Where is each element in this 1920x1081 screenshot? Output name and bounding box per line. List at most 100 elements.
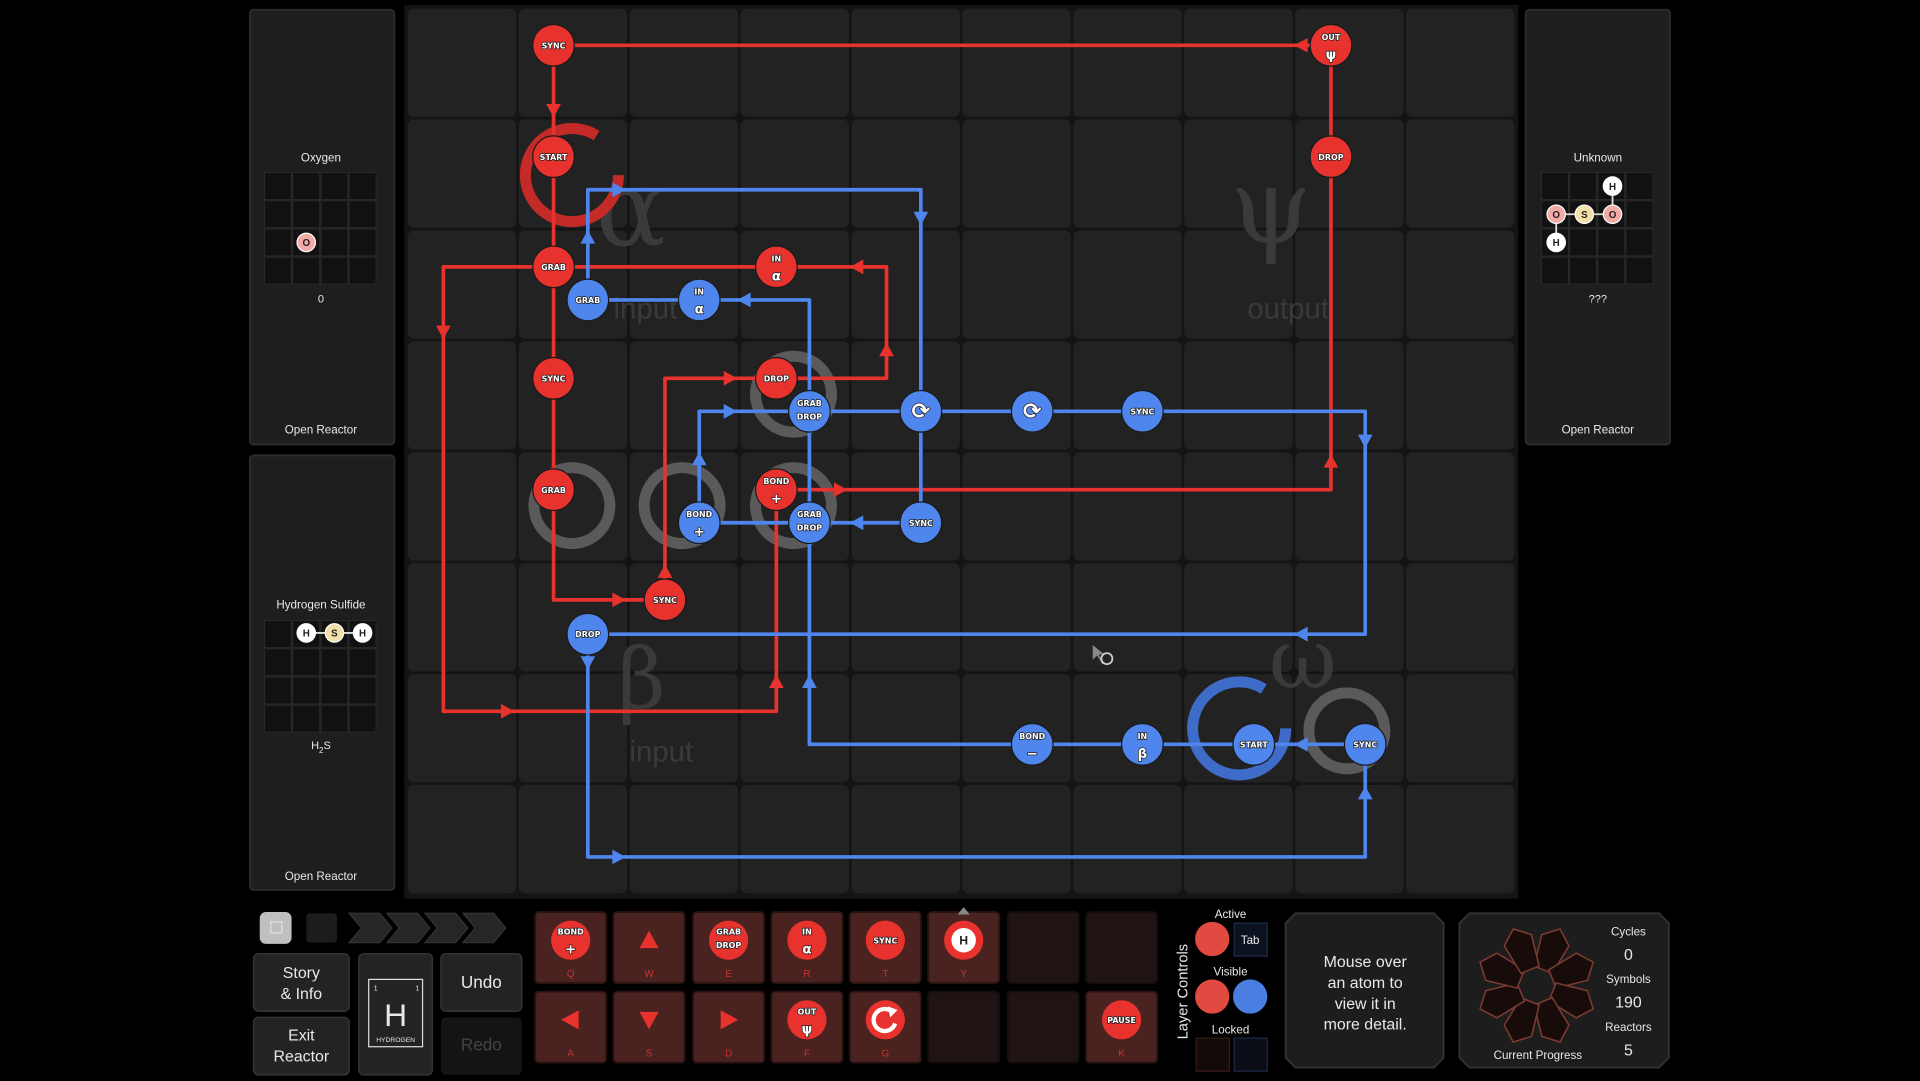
reactor-cell[interactable] (1406, 119, 1515, 228)
reactor-cell[interactable] (962, 452, 1071, 561)
red-direction-arrow-icon[interactable] (612, 592, 626, 608)
reactor-cell[interactable] (518, 784, 628, 894)
reactor-cell[interactable] (1073, 119, 1182, 228)
red-direction-arrow-icon[interactable] (849, 259, 864, 275)
reactor-cell[interactable] (851, 8, 960, 117)
blue-instruction-sync[interactable]: SYNC (1120, 389, 1164, 433)
reactor-cell[interactable] (1184, 8, 1293, 117)
open-reactor-button[interactable]: Open Reactor (285, 423, 358, 436)
reactor-cell[interactable] (518, 8, 628, 117)
blue-direction-arrow-icon[interactable] (737, 292, 751, 308)
blue-instruction-sync[interactable]: SYNC (899, 501, 943, 545)
red-instruction-sync[interactable]: SYNC (643, 578, 687, 622)
atom-h[interactable] (1546, 232, 1566, 253)
reactor-cell[interactable] (740, 230, 849, 339)
reactor-cell[interactable] (1406, 341, 1515, 450)
blue-direction-arrow-icon[interactable] (1294, 736, 1308, 752)
pause-step-button[interactable] (306, 913, 337, 943)
reactor-cell[interactable] (407, 563, 517, 672)
reactor-cell[interactable] (1406, 784, 1515, 894)
reactor-cell[interactable] (1073, 784, 1182, 894)
blue-direction-arrow-icon[interactable] (1357, 785, 1373, 800)
red-direction-arrow-icon[interactable] (769, 674, 784, 689)
reactor-cell[interactable] (1406, 563, 1515, 672)
blue-rotate-instruction[interactable]: ⟳ (899, 389, 943, 433)
palette-button-s[interactable]: S (612, 990, 686, 1064)
reactor-cell[interactable] (1406, 230, 1515, 339)
reactor-cell[interactable] (851, 674, 960, 783)
fastest-button[interactable] (461, 912, 507, 944)
red-direction-arrow-icon[interactable] (1323, 454, 1339, 468)
reactor-cell[interactable] (740, 674, 849, 783)
red-direction-arrow-icon[interactable] (879, 342, 894, 357)
reactor-cell[interactable] (1184, 452, 1293, 561)
reactor-cell[interactable] (407, 452, 517, 561)
reactor-cell[interactable] (962, 563, 1071, 672)
blue-direction-arrow-icon[interactable] (913, 211, 929, 226)
locked-red-toggle[interactable] (1195, 1037, 1230, 1072)
reactor-cell[interactable] (962, 119, 1071, 228)
reactor-cell[interactable] (407, 784, 517, 894)
reactor-cell[interactable] (407, 8, 517, 117)
red-instruction-sync[interactable]: SYNC (532, 356, 575, 400)
visible-blue-toggle[interactable] (1233, 979, 1268, 1014)
reactor-cell[interactable] (1406, 674, 1515, 783)
story-info-button[interactable]: Story & Info (252, 952, 350, 1012)
reactor-cell[interactable] (1073, 452, 1182, 561)
reactor-cell[interactable] (1073, 563, 1182, 672)
red-direction-arrow-icon[interactable] (500, 703, 515, 719)
blue-rotate-instruction[interactable]: ⟳ (1010, 389, 1054, 433)
red-instruction-drop[interactable]: DROP (754, 356, 798, 400)
blue-direction-arrow-icon[interactable] (802, 674, 817, 689)
play-button[interactable] (347, 912, 393, 944)
red-direction-arrow-icon[interactable] (723, 370, 738, 386)
atom-h[interactable] (296, 623, 317, 643)
blue-direction-arrow-icon[interactable] (691, 451, 707, 466)
red-instruction-bond-[interactable]: BOND+ (754, 468, 798, 512)
reactor-cell[interactable] (1184, 230, 1293, 339)
reactor-cell[interactable] (407, 119, 517, 228)
blue-instruction-sync[interactable]: SYNC (1343, 722, 1387, 766)
reactor-cell[interactable] (629, 674, 739, 783)
blue-direction-arrow-icon[interactable] (612, 849, 626, 865)
palette-button-w[interactable]: W (612, 911, 686, 984)
reactor-cell[interactable] (740, 8, 849, 117)
active-blue-tab-toggle[interactable] (1233, 922, 1268, 957)
blue-instruction-in-[interactable]: INβ (1120, 722, 1164, 766)
reactor-cell[interactable] (1073, 341, 1182, 450)
blue-instruction-drop[interactable]: DROP (566, 612, 610, 656)
reactor-cell[interactable] (962, 784, 1071, 894)
reactor-cell[interactable] (1184, 119, 1293, 228)
red-instruction-in-[interactable]: INα (754, 245, 798, 289)
reactor-cell[interactable] (407, 230, 517, 339)
blue-instruction-bond-[interactable]: BOND− (1010, 722, 1054, 766)
reactor-cell[interactable] (1295, 8, 1404, 117)
reactor-cell[interactable] (629, 119, 739, 228)
reactor-cell[interactable] (851, 230, 960, 339)
fast-forward-button[interactable] (385, 912, 431, 944)
red-instruction-grab[interactable]: GRAB (532, 468, 575, 512)
reactor-cell[interactable] (518, 674, 628, 783)
red-instruction-grab[interactable]: GRAB (532, 245, 575, 289)
red-direction-arrow-icon[interactable] (657, 564, 673, 578)
undo-button[interactable]: Undo (440, 952, 523, 1012)
blue-direction-arrow-icon[interactable] (849, 515, 864, 531)
blue-direction-arrow-icon[interactable] (580, 230, 596, 244)
reactor-grid[interactable]: α input β input ψ output ω SYNCOUTψSTART… (404, 4, 1519, 899)
visible-red-toggle[interactable] (1195, 979, 1230, 1014)
open-reactor-button[interactable]: Open Reactor (285, 870, 358, 883)
red-instruction-drop[interactable]: DROP (1309, 135, 1353, 179)
blue-direction-arrow-icon[interactable] (723, 403, 738, 419)
reactor-cell[interactable] (1184, 784, 1293, 894)
red-direction-arrow-icon[interactable] (546, 104, 561, 118)
reactor-cell[interactable] (851, 784, 960, 894)
reactor-cell[interactable] (1295, 341, 1404, 450)
reactor-cell[interactable] (407, 674, 517, 783)
red-direction-arrow-icon[interactable] (436, 325, 451, 340)
red-direction-arrow-icon[interactable] (1294, 37, 1308, 53)
